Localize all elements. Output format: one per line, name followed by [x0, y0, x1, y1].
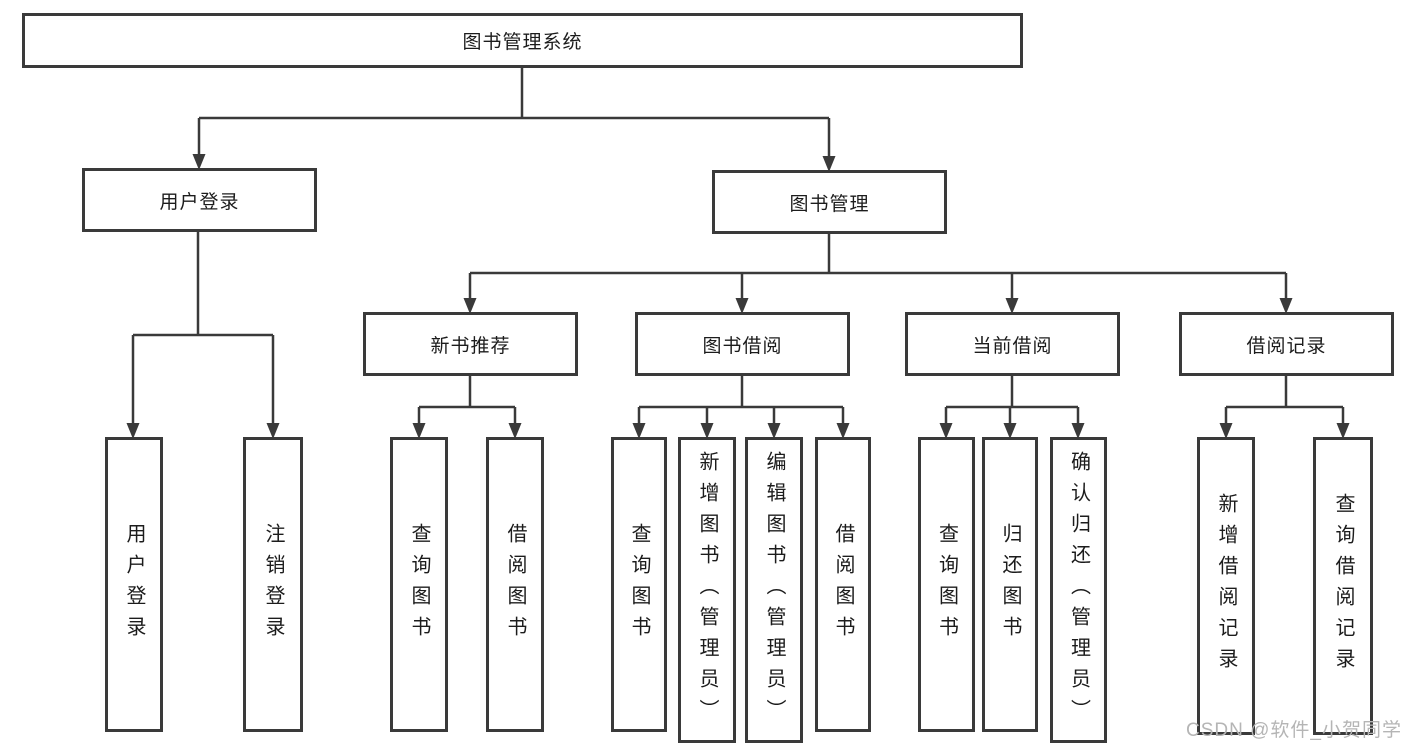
- leaf-return-books-label: 归还图书: [999, 522, 1021, 647]
- node-current-borrowing: 当前借阅: [905, 312, 1120, 376]
- node-borrow-records: 借阅记录: [1179, 312, 1394, 376]
- node-user-login-label: 用户登录: [159, 191, 240, 213]
- node-book-borrowing-label: 图书借阅: [702, 335, 783, 357]
- node-user-login: 用户登录: [82, 168, 317, 232]
- leaf-user-login: 用户登录: [105, 437, 163, 732]
- leaf-edit-books-admin: 编辑图书（管理员）: [745, 437, 803, 743]
- leaf-query-books-recommend: 查询图书: [390, 437, 448, 732]
- leaf-add-borrow-record-label: 新增借阅记录: [1215, 493, 1237, 679]
- leaf-borrow-books-label: 借阅图书: [832, 522, 854, 647]
- leaf-query-books-current: 查询图书: [918, 437, 975, 732]
- node-book-management: 图书管理: [712, 170, 947, 234]
- leaf-query-books-current-label: 查询图书: [935, 522, 958, 647]
- node-root-label: 图书管理系统: [462, 32, 583, 53]
- leaf-borrow-books-recommend-label: 借阅图书: [504, 522, 526, 647]
- leaf-logout-label: 注销登录: [262, 522, 284, 647]
- leaf-confirm-return-admin: 确认归还（管理员）: [1050, 437, 1107, 743]
- leaf-add-books-admin: 新增图书（管理员）: [678, 437, 736, 743]
- leaf-query-books-recommend-label: 查询图书: [408, 522, 430, 647]
- leaf-user-login-label: 用户登录: [123, 522, 145, 647]
- leaf-query-books-borrowing: 查询图书: [611, 437, 667, 732]
- leaf-edit-books-admin-label: 编辑图书（管理员）: [763, 450, 785, 730]
- leaf-query-books-borrowing-label: 查询图书: [628, 522, 650, 647]
- leaf-return-books: 归还图书: [982, 437, 1038, 732]
- leaf-add-books-admin-label: 新增图书（管理员）: [696, 450, 718, 730]
- watermark: CSDN @软件_小贺同学: [1186, 720, 1402, 741]
- leaf-borrow-books-recommend: 借阅图书: [486, 437, 544, 732]
- leaf-query-borrow-record: 查询借阅记录: [1313, 437, 1373, 735]
- node-root: 图书管理系统: [22, 13, 1023, 68]
- node-book-borrowing: 图书借阅: [635, 312, 850, 376]
- node-current-borrowing-label: 当前借阅: [972, 335, 1053, 357]
- leaf-add-borrow-record: 新增借阅记录: [1197, 437, 1255, 735]
- node-book-management-label: 图书管理: [789, 193, 870, 215]
- node-borrow-records-label: 借阅记录: [1246, 335, 1327, 357]
- node-new-book-recommendation-label: 新书推荐: [430, 335, 511, 357]
- leaf-borrow-books: 借阅图书: [815, 437, 871, 732]
- leaf-query-borrow-record-label: 查询借阅记录: [1332, 493, 1354, 679]
- leaf-logout: 注销登录: [243, 437, 303, 732]
- leaf-confirm-return-admin-label: 确认归还（管理员）: [1067, 450, 1090, 730]
- node-new-book-recommendation: 新书推荐: [363, 312, 578, 376]
